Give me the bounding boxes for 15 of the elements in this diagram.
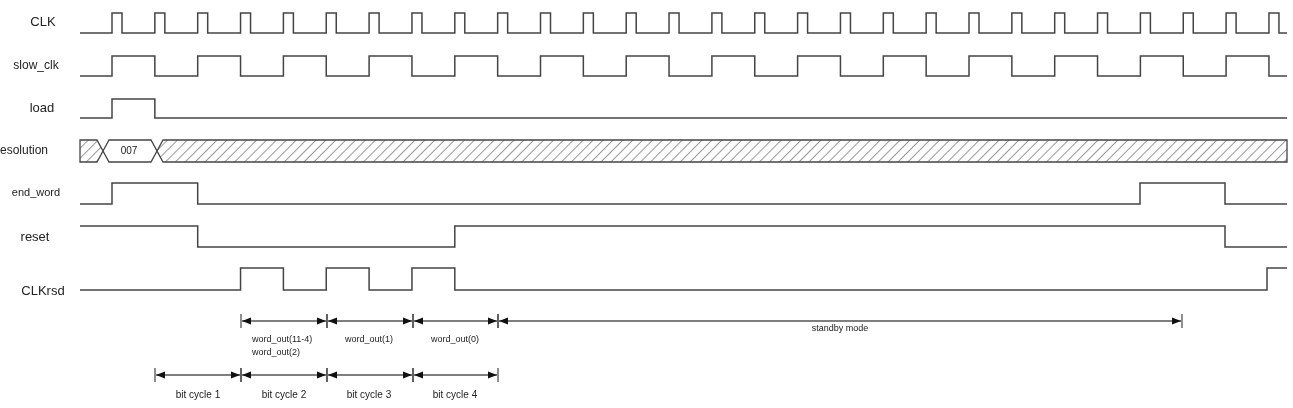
signal-name: CLKrsd	[21, 283, 65, 297]
interval-label: word_out(1)	[345, 334, 393, 344]
interval-label: word_out(11-4)	[252, 334, 313, 344]
signal-name: esolution	[0, 144, 49, 156]
signal-name: slow_clk	[13, 59, 59, 71]
signal-name: end_word	[11, 186, 61, 198]
interval-label: word_out(2)	[252, 347, 301, 357]
signal-name: load	[29, 100, 55, 114]
interval-label: word_out(0)	[431, 334, 479, 344]
signal-name: reset	[20, 229, 50, 243]
interval-label: bit cycle 4	[432, 390, 478, 400]
interval-label: bit cycle 1	[175, 390, 221, 400]
interval-label: bit cycle 3	[346, 390, 392, 400]
interval-label: bit cycle 2	[261, 390, 307, 400]
signal-name: CLK	[30, 14, 56, 28]
